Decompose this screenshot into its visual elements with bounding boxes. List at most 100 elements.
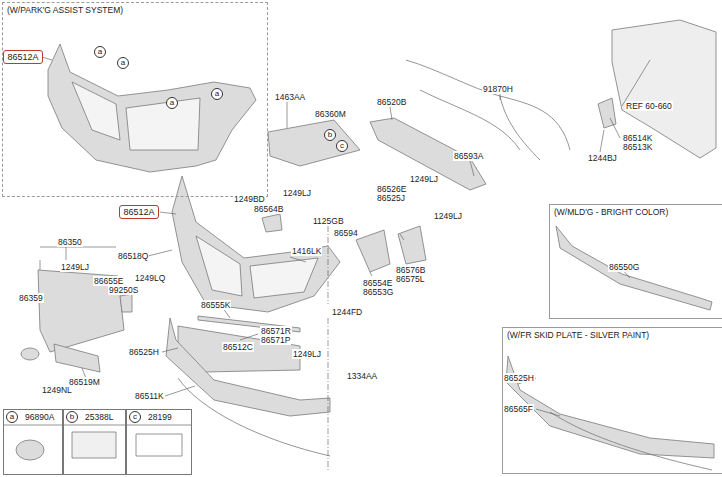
highlighted-part-number: 86512A: [3, 50, 43, 64]
bracket: [398, 226, 426, 264]
node-text: a: [10, 413, 14, 421]
fender-bracket: [598, 98, 616, 128]
node-text: (W/MLD'G - BRIGHT COLOR): [550, 205, 722, 219]
wire-harness: [406, 60, 570, 160]
impact-beam: [370, 118, 486, 190]
leader-line: [470, 161, 474, 176]
part-number: 1463AA: [274, 92, 306, 102]
option-box: (W/FR SKID PLATE - SILVER PAINT): [502, 327, 722, 474]
part-number: 86525H: [128, 347, 160, 357]
node-text: 96890A: [25, 412, 54, 422]
callout-letter: a: [6, 411, 18, 423]
skid-plate: [506, 356, 714, 458]
part-number: 86513K: [622, 142, 653, 152]
part-number: 86360M: [314, 109, 347, 119]
part-number: 86525J: [376, 193, 406, 203]
centre-line: [328, 226, 329, 470]
part-number: 86519M: [68, 377, 101, 387]
node-text: (W/FR SKID PLATE - SILVER PAINT): [503, 328, 722, 342]
part-number: 86512C: [222, 342, 254, 352]
part-number: 1249LQ: [134, 273, 166, 283]
small-bracket: [262, 214, 282, 232]
callout-letter: a: [117, 57, 129, 69]
fender: [612, 20, 716, 158]
part-number: 86550G: [608, 262, 640, 272]
callout-letter: a: [211, 88, 223, 100]
part-number: 86575L: [395, 274, 425, 284]
node-text: 25388L: [85, 412, 113, 422]
callout-letter: b: [66, 411, 78, 423]
part-number: 1249LJ: [60, 262, 90, 272]
node-text: b: [328, 131, 332, 139]
strip-line: [550, 412, 712, 470]
leader-line: [240, 334, 258, 340]
part-number: 86359: [18, 293, 44, 303]
emblem: [21, 348, 39, 360]
part-number: 86555K: [200, 300, 231, 310]
leader-line: [165, 386, 195, 396]
part-number: 99250S: [108, 285, 139, 295]
skid-plate: [166, 318, 330, 416]
part-number: 1334AA: [346, 371, 378, 381]
part-number: 86593A: [453, 151, 484, 161]
leader-line: [162, 348, 178, 352]
bumper-opening: [72, 82, 200, 150]
part-number: 1249LJ: [409, 174, 439, 184]
part-number: 86511K: [134, 391, 165, 401]
cover-panel: [268, 120, 360, 166]
leader-line: [390, 107, 392, 120]
table-cell: 28199 c: [126, 409, 192, 475]
bracket: [120, 294, 132, 312]
leader-line: [287, 102, 288, 128]
leader-line: [148, 250, 172, 256]
callout-letter: a: [166, 97, 178, 109]
table-cell: 25388L b: [63, 409, 126, 475]
leader-line: [622, 60, 650, 106]
leader-line: [160, 212, 176, 214]
label-icon: [72, 432, 116, 458]
part-number: 86594: [333, 228, 359, 238]
part-number: 91870H: [482, 84, 514, 94]
radiator-grille: [38, 270, 124, 352]
leader-line: [500, 94, 501, 100]
part-number: 86564B: [253, 204, 284, 214]
highlighted-part-number: 86512A: [119, 205, 159, 219]
part-number: 1249LJ: [282, 188, 312, 198]
part-number: 1249LJ: [433, 211, 463, 221]
node-text: c: [340, 142, 344, 150]
table-cell: 96890A a: [3, 409, 63, 475]
sensor-icon: [16, 440, 44, 460]
part-number: 86518Q: [117, 251, 149, 261]
node-text: b: [70, 413, 74, 421]
leader-line: [600, 130, 604, 152]
node-text: a: [215, 90, 219, 98]
blank-icon: [136, 434, 182, 456]
node-text: a: [98, 48, 102, 56]
part-number: 86565F: [503, 404, 534, 414]
leader-line: [610, 118, 620, 138]
callout-letter: b: [324, 129, 336, 141]
strip-line: [178, 378, 330, 456]
callout-letter: a: [94, 46, 106, 58]
part-number: 1249LJ: [292, 349, 322, 359]
option-box: (W/PARK'G ASSIST SYSTEM)86512Aaaaa: [2, 2, 268, 197]
bumper-fascia: [48, 44, 256, 172]
part-number: 1244BJ: [587, 153, 618, 163]
leader-line: [400, 234, 404, 240]
part-number: 1244FD: [331, 307, 363, 317]
part-number: 86571P: [260, 335, 291, 345]
bracket: [356, 230, 390, 272]
leader-line: [290, 257, 306, 262]
callout-letter: c: [336, 140, 348, 152]
leader-line: [370, 272, 372, 276]
part-number: REF 60-660: [625, 101, 673, 111]
node-text: 86512A: [7, 52, 38, 62]
callout-letter: c: [129, 411, 141, 423]
node-text: 28199: [148, 412, 172, 422]
moulding-strip: [556, 226, 712, 310]
part-number: 1125GB: [312, 216, 345, 226]
part-number: 1249NL: [41, 385, 73, 395]
leader-line: [536, 409, 560, 416]
